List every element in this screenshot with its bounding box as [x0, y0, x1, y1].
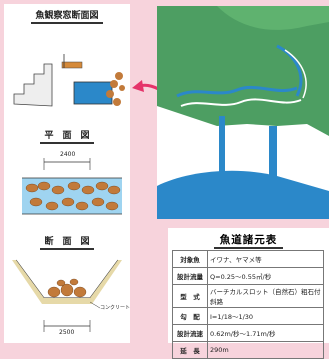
observation-window-section-title: 魚観察窓断面図: [4, 8, 130, 24]
row-key: 勾 配: [172, 307, 208, 325]
row-value: Q=0.25〜0.55㎥/秒: [207, 267, 324, 285]
row-key: 設計流量: [172, 267, 208, 285]
aerial-map-panel: [157, 6, 329, 219]
table-row: 対象魚イワナ、ヤマメ等: [172, 250, 324, 268]
cross-section-title: 断 面 図: [4, 234, 130, 250]
spec-table-title: 魚道諸元表: [168, 232, 329, 249]
row-key: 延 長: [172, 341, 208, 359]
plan-view-title: 平 面 図: [4, 128, 130, 144]
aerial-map-drawing: [157, 6, 329, 219]
row-value: 0.62m/秒〜1.71m/秒: [207, 324, 324, 342]
row-value: I=1/18〜1/30: [207, 307, 324, 325]
cross-section-drawing: [12, 259, 122, 332]
plan-dimension-label: 2400: [60, 151, 76, 158]
row-key: 設計流速: [172, 324, 208, 342]
plan-view-drawing: [22, 158, 122, 215]
row-value: バーチカルスロット（自然石）粗石付斜路: [207, 284, 324, 308]
diagram-panel: 魚観察窓断面図 平 面 図 2400 断 面 図 2500 コンクリート: [4, 4, 130, 343]
row-value: イワナ、ヤマメ等: [207, 250, 324, 268]
row-key: 型 式: [172, 284, 208, 308]
concrete-label: コンクリート: [100, 305, 131, 311]
row-key: 対象魚: [172, 250, 208, 268]
row-value: 290m: [207, 341, 324, 359]
observation-window-drawing: [13, 54, 125, 107]
cross-section-dimension-label: 2500: [59, 329, 75, 336]
table-row: 型 式バーチカルスロット（自然石）粗石付斜路: [172, 284, 324, 308]
